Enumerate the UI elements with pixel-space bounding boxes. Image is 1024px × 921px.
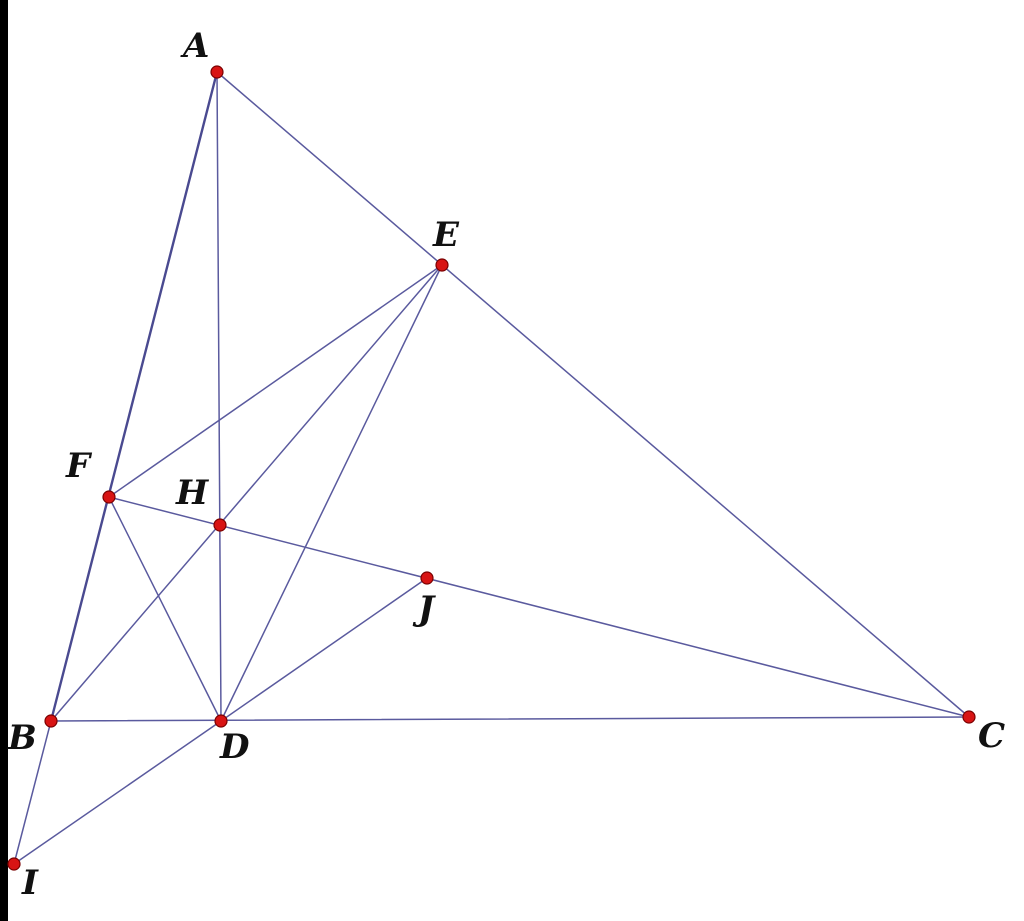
- segment-EF: [108, 264, 443, 498]
- point-J: [420, 571, 434, 585]
- segment-AD: [216, 71, 222, 722]
- label-B: B: [7, 718, 37, 758]
- point-D: [214, 714, 228, 728]
- point-C: [962, 710, 976, 724]
- point-I: [7, 857, 21, 871]
- segment-CF: [108, 496, 970, 718]
- left-border-bar: [0, 0, 8, 921]
- point-B: [44, 714, 58, 728]
- segment-BC: [50, 716, 970, 722]
- point-E: [435, 258, 449, 272]
- segment-DJ: [220, 577, 428, 722]
- label-D: D: [219, 727, 250, 767]
- label-F: F: [65, 446, 93, 486]
- point-H: [213, 518, 227, 532]
- point-F: [102, 490, 116, 504]
- segment-AC: [216, 71, 970, 718]
- label-C: C: [978, 716, 1005, 756]
- label-A: A: [180, 26, 209, 66]
- segment-BI: [13, 720, 52, 865]
- segment-BE: [50, 264, 443, 722]
- segment-AB: [49, 70, 219, 723]
- segment-DE: [220, 264, 443, 722]
- label-I: I: [21, 863, 39, 903]
- segment-DI: [13, 720, 222, 865]
- label-J: J: [412, 589, 436, 629]
- segment-DF: [108, 496, 222, 722]
- label-H: H: [175, 473, 210, 513]
- label-E: E: [432, 215, 460, 255]
- point-A: [210, 65, 224, 79]
